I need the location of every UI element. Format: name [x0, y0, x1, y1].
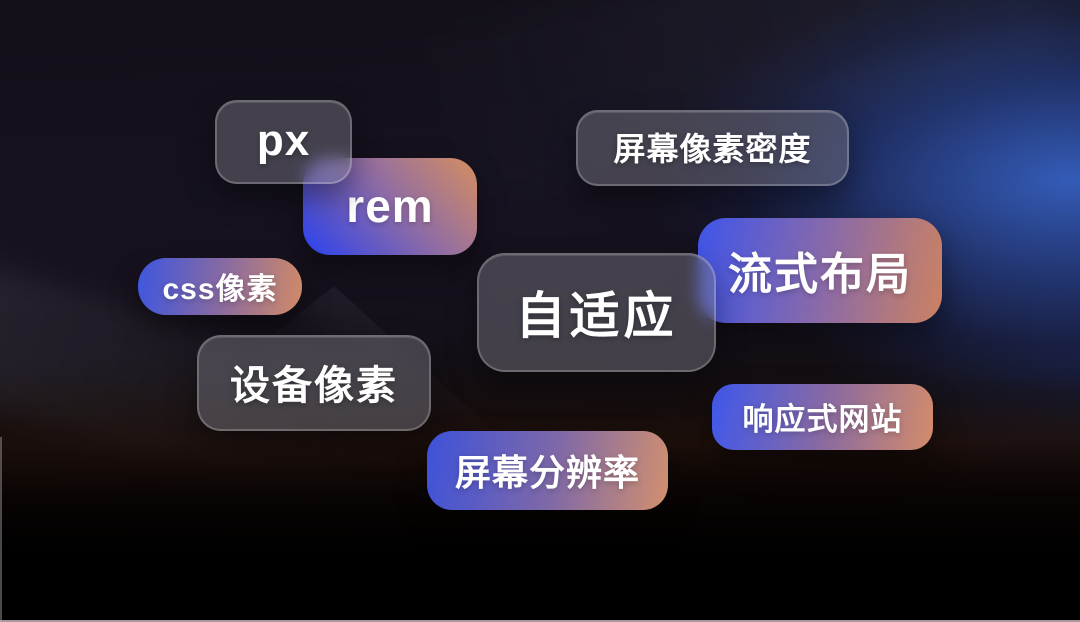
- tag-label: 屏幕分辨率: [454, 451, 640, 493]
- tag-adaptive: 自适应: [477, 253, 716, 372]
- tag-label: rem: [346, 179, 434, 232]
- tag-label: 响应式网站: [742, 401, 903, 437]
- tag-css-pixel: css像素: [138, 258, 302, 315]
- slide-bottom-edge-line: [0, 620, 1080, 622]
- tag-device-pixel: 设备像素: [197, 335, 431, 431]
- tag-responsive-website: 响应式网站: [712, 384, 933, 450]
- tag-screen-resolution: 屏幕分辨率: [427, 431, 668, 510]
- tag-label: 流式布局: [728, 249, 912, 299]
- tag-label: px: [256, 116, 311, 165]
- tag-label: 屏幕像素密度: [613, 131, 812, 167]
- tag-fluid-layout: 流式布局: [698, 218, 942, 323]
- tag-label: css像素: [162, 272, 278, 306]
- tag-label: 自适应: [515, 287, 678, 344]
- tag-px: px: [215, 100, 352, 184]
- tag-label: 设备像素: [230, 364, 398, 408]
- slide-left-edge-line: [0, 437, 2, 622]
- tag-screen-pixel-density: 屏幕像素密度: [576, 110, 849, 186]
